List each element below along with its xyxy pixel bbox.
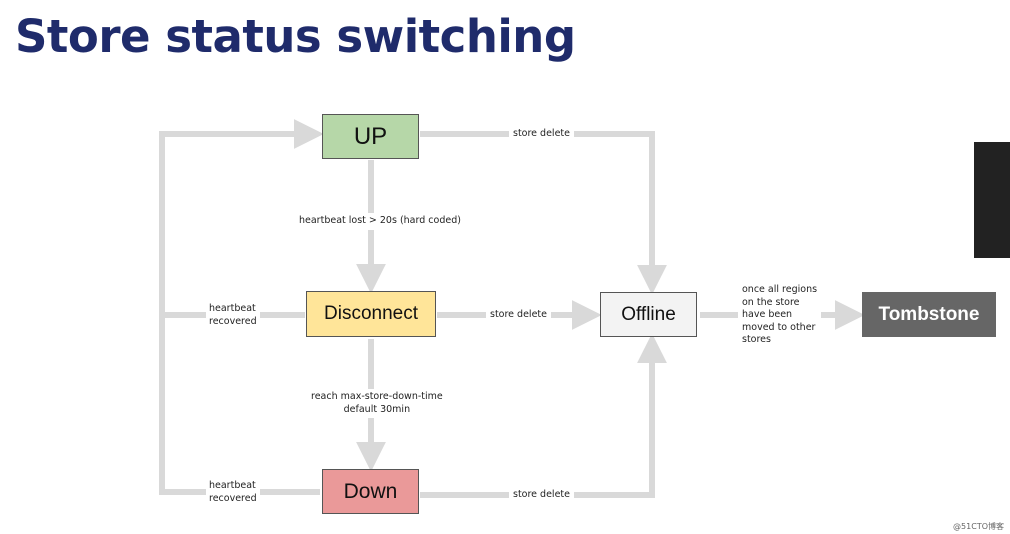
label-max-store-down-time: reach max-store-down-time default 30min <box>307 389 447 418</box>
node-disconnect-label: Disconnect <box>324 303 418 324</box>
label-heartbeat-lost: heartbeat lost > 20s (hard coded) <box>295 213 465 230</box>
node-up: UP <box>322 114 419 159</box>
edge-down-offline <box>420 333 667 498</box>
label-down-store-delete: store delete <box>509 489 574 502</box>
label-disconnect-heartbeat-recovered: heartbeat recovered <box>206 303 260 328</box>
dark-side-panel <box>974 142 1010 258</box>
watermark: @51CTO博客 <box>953 522 1004 531</box>
label-down-heartbeat-recovered: heartbeat recovered <box>206 480 260 505</box>
node-down: Down <box>322 469 419 514</box>
edge-recovered-loop <box>159 119 324 495</box>
node-tombstone: Tombstone <box>862 292 996 337</box>
label-to-tombstone: once all regions on the store have been … <box>738 284 822 347</box>
label-up-store-delete: store delete <box>509 128 574 141</box>
node-offline: Offline <box>600 292 697 337</box>
page-title: Store status switching <box>15 10 576 63</box>
label-disconnect-store-delete: store delete <box>486 309 551 322</box>
node-down-label: Down <box>343 479 398 503</box>
edge-up-offline <box>420 131 667 295</box>
node-up-label: UP <box>353 122 388 150</box>
node-tombstone-label: Tombstone <box>878 303 980 325</box>
node-offline-label: Offline <box>621 303 676 325</box>
node-disconnect: Disconnect <box>306 291 436 337</box>
